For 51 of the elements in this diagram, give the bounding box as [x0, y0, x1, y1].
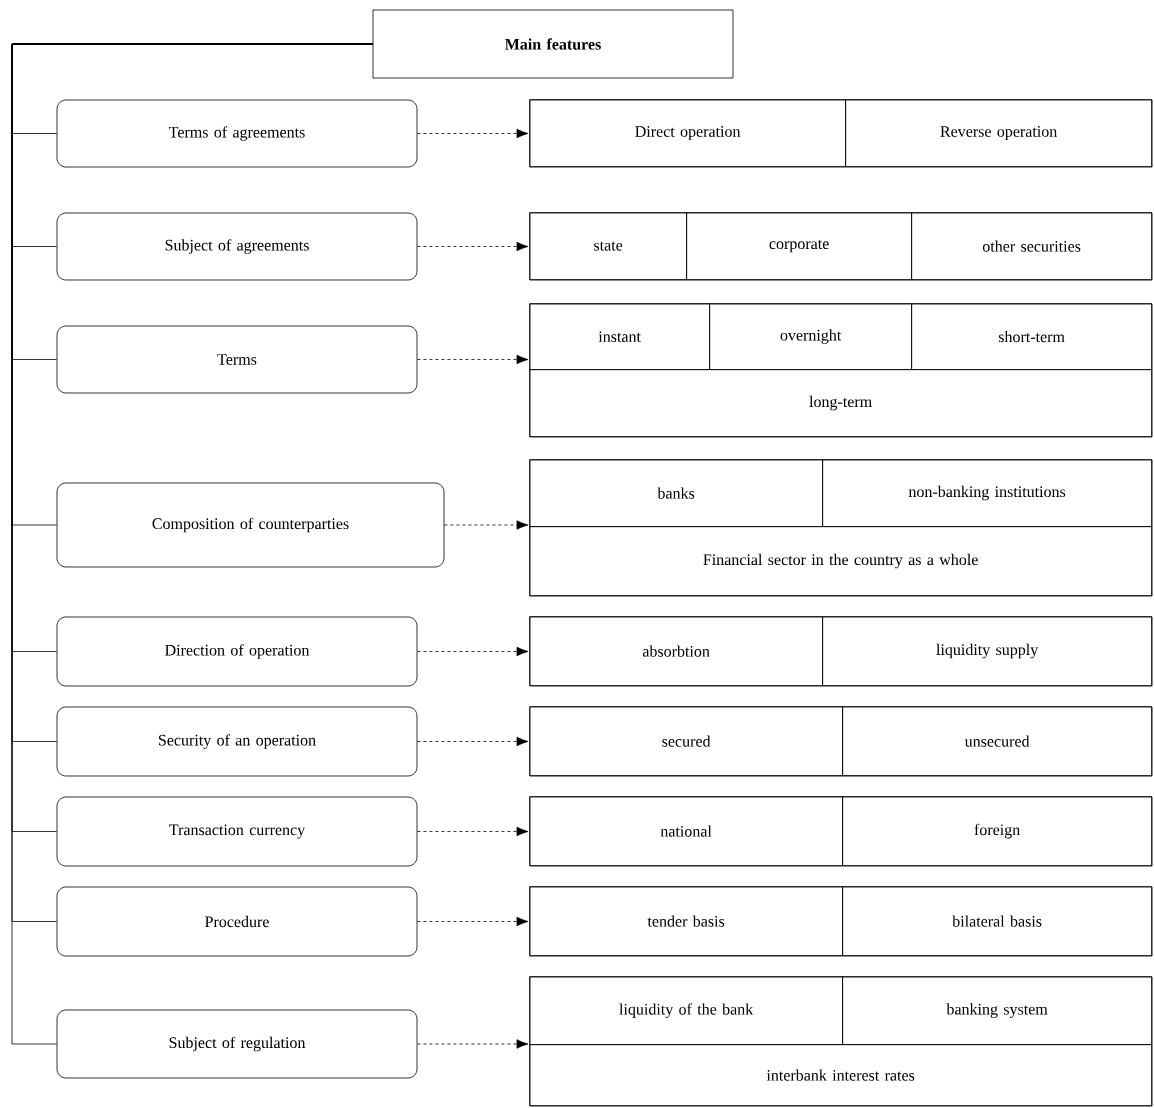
table-cell: non-banking institutions	[822, 459, 1152, 527]
dashed-arrow	[417, 916, 529, 927]
table-cell: national	[529, 796, 843, 866]
dashed-arrow	[417, 736, 529, 747]
table-cell: unsecured	[842, 706, 1152, 776]
table-frame	[529, 976, 1153, 1107]
dashed-arrow	[417, 128, 529, 139]
dashed-arrow	[417, 826, 529, 837]
feature-box: Procedure	[56, 886, 418, 957]
table-cell: instant	[529, 303, 710, 370]
table-frame	[529, 616, 1153, 687]
table-cell: banking system	[842, 976, 1152, 1045]
table-cell: absorbtion	[529, 616, 823, 686]
table-cell: Financial sector in the country as a whole	[529, 526, 1152, 596]
table-cell: liquidity of the bank	[529, 976, 843, 1045]
feature-box: Terms of agreements	[56, 99, 418, 168]
table-cell: other securities	[911, 212, 1152, 280]
table-cell: tender basis	[529, 886, 843, 956]
dashed-arrow	[417, 354, 529, 365]
heading-box: Main features	[372, 9, 734, 79]
table-cell: secured	[529, 706, 843, 776]
table-cell: banks	[529, 459, 823, 527]
table-frame	[529, 212, 1153, 281]
feature-box: Subject of agreements	[56, 212, 418, 281]
table-frame	[529, 99, 1153, 168]
table-cell: interbank interest rates	[529, 1044, 1152, 1106]
table-cell: bilateral basis	[842, 886, 1152, 956]
table-cell: Direct operation	[529, 99, 846, 167]
feature-box: Direction of operation	[56, 616, 418, 687]
feature-box: Subject of regulation	[56, 1009, 418, 1079]
table-frame	[529, 886, 1153, 957]
feature-box: Composition of counterparties	[56, 482, 445, 568]
dashed-arrow	[417, 1039, 529, 1049]
feature-box: Transaction currency	[56, 796, 418, 867]
table-cell: corporate	[686, 212, 912, 280]
dashed-arrow	[417, 241, 529, 252]
table-cell: liquidity supply	[822, 616, 1152, 686]
table-frame	[529, 303, 1153, 438]
table-cell: short-term	[911, 303, 1152, 370]
table-frame	[529, 459, 1153, 597]
table-cell: long-term	[529, 369, 1152, 437]
dashed-arrow	[417, 646, 529, 657]
table-cell: Reverse operation	[845, 99, 1152, 167]
dashed-arrow	[444, 520, 529, 530]
table-frame	[529, 796, 1153, 867]
feature-box: Security of an operation	[56, 706, 418, 777]
table-cell: foreign	[842, 796, 1152, 866]
feature-box: Terms	[56, 325, 418, 394]
table-cell: state	[529, 212, 687, 280]
table-cell: overnight	[709, 303, 912, 370]
table-frame	[529, 706, 1153, 777]
